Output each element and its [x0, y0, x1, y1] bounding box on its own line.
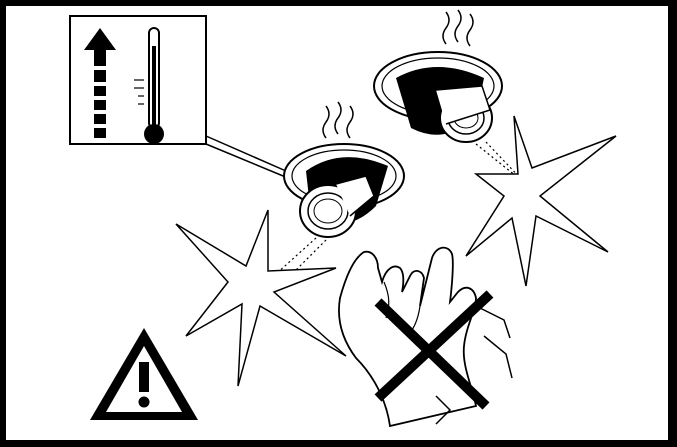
heat-waves-icon — [443, 10, 473, 46]
hot-spotlight-icon — [374, 52, 502, 142]
hot-spotlight-icon — [284, 144, 404, 237]
warning-triangle-icon — [90, 328, 198, 420]
illustration-panel — [6, 6, 668, 440]
light-burst-icon — [466, 116, 616, 286]
hot-lamp-warning-illustration — [6, 6, 668, 440]
heat-waves-icon — [323, 102, 353, 138]
